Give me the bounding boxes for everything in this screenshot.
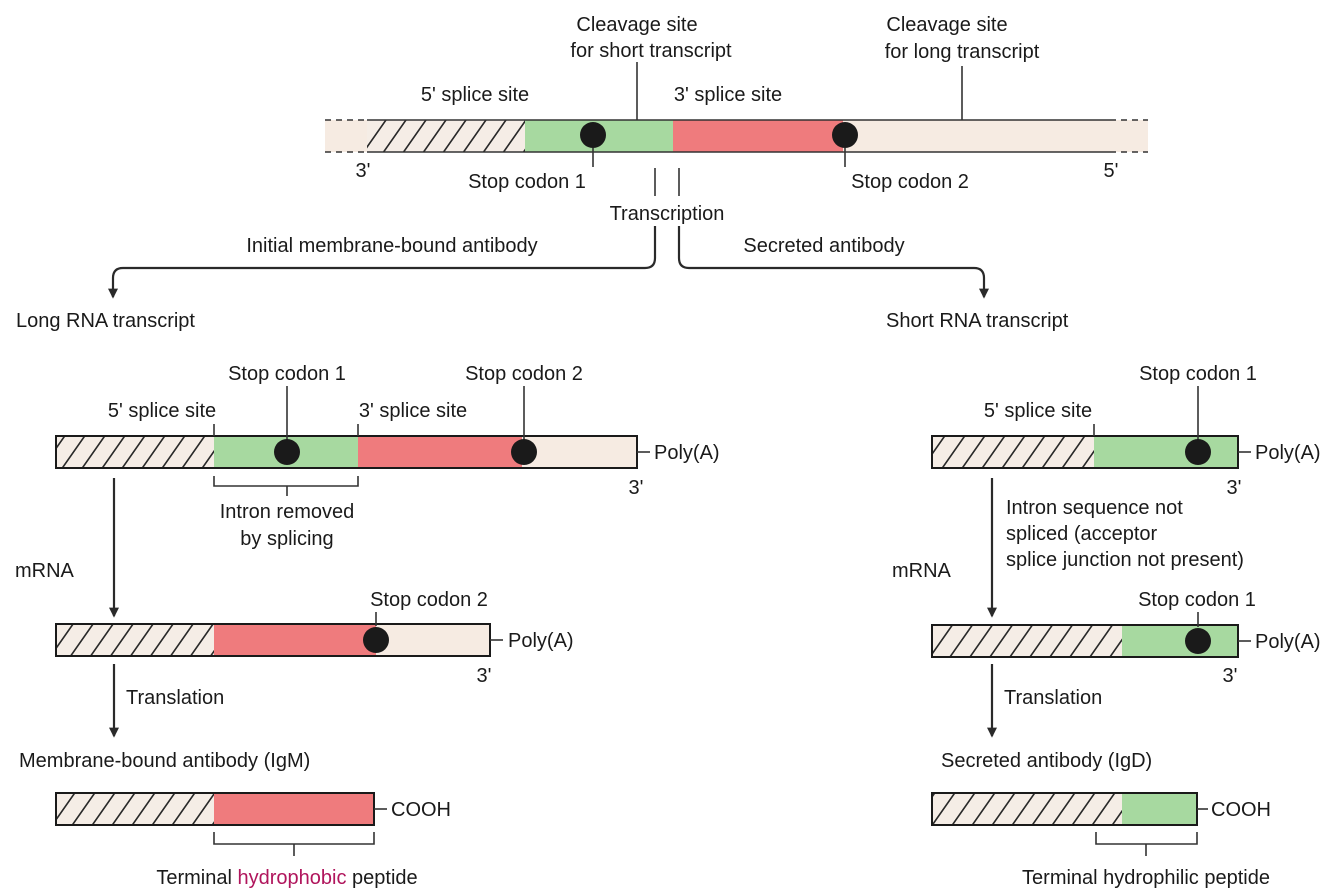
short-stop1-dot — [1185, 439, 1211, 465]
right-translation-label: Translation — [1004, 687, 1102, 709]
long-end3-label: 3' — [629, 477, 644, 499]
gene-splice3-label: 3' splice site — [674, 84, 782, 106]
transcription-label: Transcription — [610, 203, 725, 225]
gene-end3-label: 3' — [356, 160, 371, 182]
short-note-line-2: spliced (acceptor — [1006, 523, 1158, 545]
left-mrna-bar — [55, 612, 503, 657]
short-polya-label: Poly(A) — [1255, 442, 1321, 464]
left-mrna-polya-label: Poly(A) — [508, 630, 574, 652]
short-end3-label: 3' — [1227, 477, 1242, 499]
right-mrna-label: mRNA — [892, 560, 952, 582]
branch-left-label: Initial membrane-bound antibody — [246, 235, 537, 257]
gene-stop-codon-1-dot — [580, 122, 606, 148]
right-cooh-label: COOH — [1211, 799, 1271, 821]
long-rna-title: Long RNA transcript — [16, 310, 195, 332]
gene-end5-label: 5' — [1104, 160, 1119, 182]
right-mrna-polya-label: Poly(A) — [1255, 631, 1321, 653]
long-splice3-label: 3' splice site — [359, 400, 467, 422]
intron-label-2: by splicing — [240, 528, 333, 550]
left-mrna-end3-label: 3' — [477, 665, 492, 687]
right-antibody-label: Secreted antibody (IgD) — [941, 750, 1152, 772]
gene-cleavage-long-label-1: Cleavage site — [886, 14, 1007, 36]
short-note-line-3: splice junction not present) — [1006, 549, 1244, 571]
left-peptide-label: Terminal hydrophobic peptide — [156, 867, 417, 889]
long-stop2-label: Stop codon 2 — [465, 363, 583, 385]
short-note-line-1: Intron sequence not — [1006, 497, 1183, 519]
right-mrna-stop1-dot — [1185, 628, 1211, 654]
long-stop1-label: Stop codon 1 — [228, 363, 346, 385]
right-mrna-end3-label: 3' — [1223, 665, 1238, 687]
gene-stop-codon-2-dot — [832, 122, 858, 148]
gene-red-segment — [673, 120, 843, 152]
right-protein-bar — [931, 792, 1208, 826]
short-splice5-label: 5' splice site — [984, 400, 1092, 422]
long-rna-bar — [55, 386, 650, 469]
short-stop1-label: Stop codon 1 — [1139, 363, 1257, 385]
long-splice5-label: 5' splice site — [108, 400, 216, 422]
right-peptide-label: Terminal hydrophilic peptide — [1022, 867, 1270, 889]
arrow-to-long-transcript — [108, 226, 657, 299]
short-rna-bar — [931, 386, 1251, 469]
left-antibody-label: Membrane-bound antibody (IgM) — [19, 750, 310, 772]
gene-stop1-label: Stop codon 1 — [468, 171, 586, 193]
branch-right-label: Secreted antibody — [743, 235, 904, 257]
right-peptide-bracket — [1095, 832, 1198, 856]
gene-stop2-label: Stop codon 2 — [851, 171, 969, 193]
gene-cleavage-short-label-2: for short transcript — [570, 40, 732, 62]
gene-bar — [325, 62, 1148, 167]
right-mrna-bar — [931, 612, 1251, 658]
intron-bracket — [213, 476, 359, 496]
left-cooh-label: COOH — [391, 799, 451, 821]
short-rna-title: Short RNA transcript — [886, 310, 1069, 332]
arrow-to-short-transcript — [677, 226, 989, 299]
left-peptide-bracket — [213, 832, 375, 856]
gene-flank-left — [325, 120, 367, 152]
hydrophobic-highlight: hydrophobic — [238, 867, 347, 889]
gene-splice5-label: 5' splice site — [421, 84, 529, 106]
intron-label-1: Intron removed — [220, 501, 355, 523]
gene-tail-segment — [843, 120, 1148, 152]
right-mrna-stop1-label: Stop codon 1 — [1138, 589, 1256, 611]
left-protein-bar — [55, 792, 387, 826]
left-mrna-stop2-dot — [363, 627, 389, 653]
long-stop1-dot — [274, 439, 300, 465]
long-stop2-dot — [511, 439, 537, 465]
gene-cleavage-long-label-2: for long transcript — [885, 41, 1040, 63]
left-mrna-label: mRNA — [15, 560, 75, 582]
gene-cleavage-short-label-1: Cleavage site — [576, 14, 697, 36]
left-translation-label: Translation — [126, 687, 224, 709]
gene-hatched-segment — [367, 120, 525, 152]
left-mrna-stop2-label: Stop codon 2 — [370, 589, 488, 611]
long-polya-label: Poly(A) — [654, 442, 720, 464]
